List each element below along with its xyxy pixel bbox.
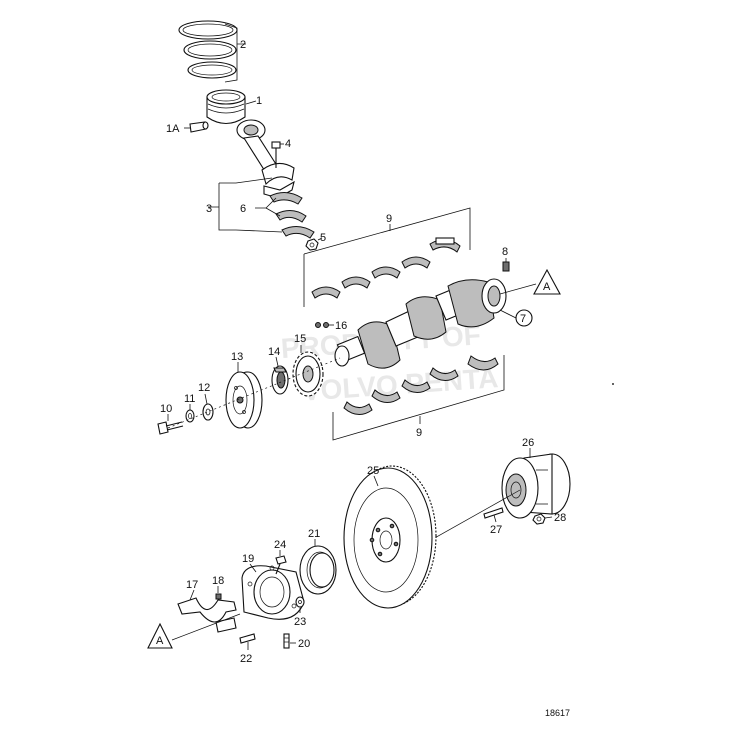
- stray-mark: [612, 383, 614, 385]
- leader-1: [245, 100, 257, 105]
- bracket-3: [208, 177, 283, 233]
- callout-1: 1: [256, 95, 262, 107]
- callout-13: 13: [231, 351, 243, 363]
- reference-number: 18617: [545, 708, 570, 718]
- oil-slinger[interactable]: [271, 365, 289, 395]
- callout-1a: 1A: [166, 123, 180, 135]
- leader-19: [249, 563, 257, 573]
- connecting-rod[interactable]: [236, 119, 295, 199]
- callout-labels: 1 1A 2 3 4 5 6 7 8 9 9 10 11 12 13 14 15…: [156, 39, 570, 718]
- cover-plug[interactable]: [295, 596, 305, 608]
- bracket-2: [224, 23, 246, 83]
- bracket-6: [255, 197, 281, 217]
- callout-12: 12: [198, 382, 210, 394]
- leader-25: [373, 475, 379, 487]
- lower-a-line: [171, 613, 241, 641]
- leader-27: [493, 514, 497, 523]
- callout-8: 8: [502, 246, 508, 258]
- leader-5: [317, 237, 323, 241]
- rear-seal-cover[interactable]: [241, 565, 305, 620]
- washer[interactable]: [202, 403, 214, 421]
- callout-22: 22: [240, 653, 252, 665]
- bracket-9-upper: [303, 207, 471, 307]
- callout-24: 24: [274, 539, 286, 551]
- crankshaft-seal[interactable]: [299, 545, 337, 595]
- callout-7: 7: [520, 313, 526, 325]
- leader-12: [204, 393, 208, 405]
- crankshaft-gear[interactable]: [292, 351, 324, 397]
- piston-pin[interactable]: [189, 121, 209, 133]
- rod-nut[interactable]: [305, 238, 319, 251]
- bracket-9-lower: [332, 355, 505, 441]
- flywheel[interactable]: [343, 465, 437, 609]
- pulley-bolt[interactable]: [157, 421, 184, 435]
- connecting-rod-bolt[interactable]: [271, 141, 281, 168]
- callout-14: 14: [268, 346, 280, 358]
- callout-15: 15: [294, 333, 306, 345]
- front-centerline: [167, 357, 341, 429]
- housing-nut[interactable]: [532, 513, 546, 525]
- cover-screw[interactable]: [283, 633, 290, 649]
- rod-bearing-shells[interactable]: [269, 192, 315, 239]
- leader-7: [499, 309, 517, 319]
- flywheel-housing-adapter[interactable]: [501, 453, 571, 519]
- vibration-damper[interactable]: [225, 371, 263, 429]
- callout-16: 16: [335, 320, 347, 332]
- callout-17: 17: [186, 579, 198, 591]
- alignment-pin[interactable]: [215, 593, 222, 600]
- guide-stud[interactable]: [239, 633, 256, 644]
- callout-3: 3: [206, 203, 212, 215]
- callout-2: 2: [240, 39, 246, 51]
- callout-circle-7: [515, 309, 533, 327]
- callout-6: 6: [240, 203, 246, 215]
- callout-5: 5: [320, 232, 326, 244]
- callout-10: 10: [160, 403, 172, 415]
- callout-23: 23: [294, 616, 306, 628]
- connector-label-a-lower: A: [156, 635, 164, 647]
- connector-triangle-a-lower: [147, 622, 173, 649]
- dowel-pin[interactable]: [502, 261, 510, 272]
- leader-14: [275, 356, 279, 367]
- leader-17: [189, 589, 195, 601]
- connector-triangle-a-upper: [533, 268, 561, 295]
- callout-27: 27: [490, 524, 502, 536]
- connector-label-a-upper: A: [543, 281, 551, 293]
- callout-11: 11: [184, 393, 195, 405]
- callout-19: 19: [242, 553, 254, 565]
- housing-stud[interactable]: [483, 507, 504, 519]
- cover-bolt[interactable]: [275, 555, 287, 575]
- woodruff-key[interactable]: [315, 322, 329, 328]
- piston-rings[interactable]: [178, 20, 238, 79]
- callout-28: 28: [554, 512, 566, 524]
- callout-20: 20: [298, 638, 310, 650]
- upper-main-bearing-shells[interactable]: [311, 237, 461, 299]
- leader-28: [544, 516, 553, 519]
- callout-21: 21: [308, 528, 320, 540]
- callout-26: 26: [522, 437, 534, 449]
- callout-9-upper: 9: [386, 213, 392, 225]
- crankshaft[interactable]: [334, 278, 537, 369]
- lower-main-bearing-shells[interactable]: [343, 355, 499, 415]
- callout-4: 4: [285, 138, 291, 150]
- callout-18: 18: [212, 575, 224, 587]
- callout-9-lower: 9: [416, 427, 422, 439]
- piston[interactable]: [206, 89, 246, 125]
- callout-25: 25: [367, 465, 379, 477]
